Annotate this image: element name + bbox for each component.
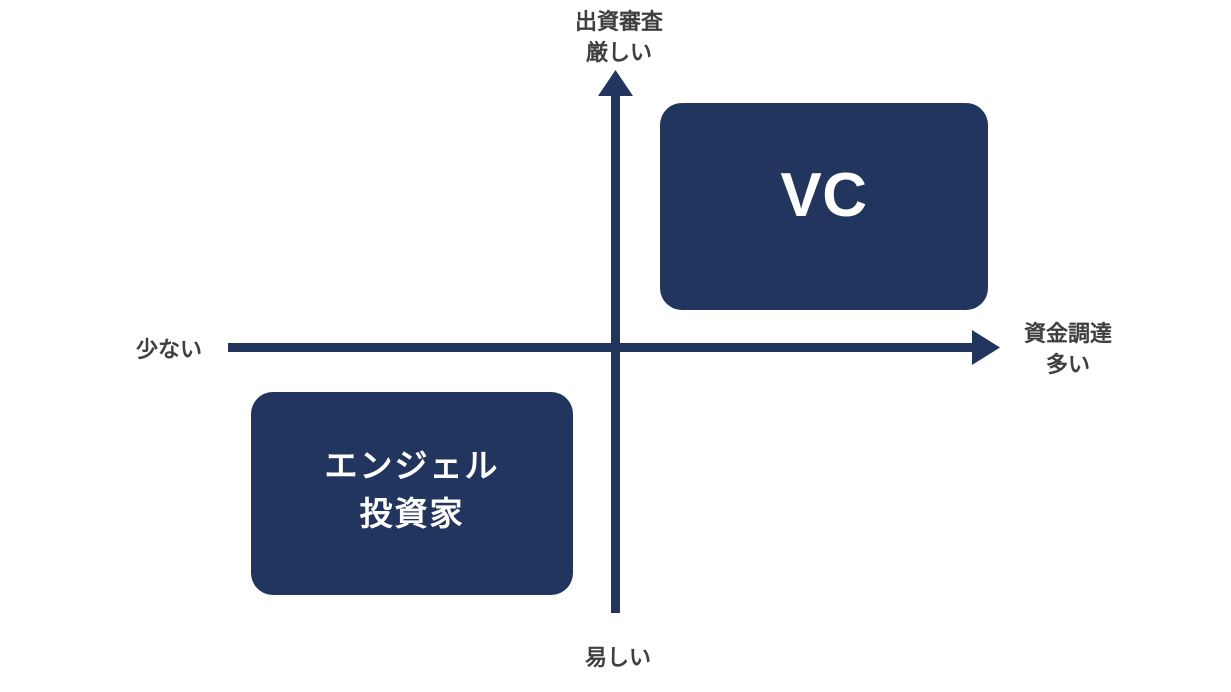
quadrant-box-vc-label: VC (780, 160, 868, 230)
horizontal-axis-line (228, 343, 980, 352)
vertical-axis-arrowhead (598, 70, 633, 96)
quadrant-box-vc[interactable]: VC (660, 103, 988, 310)
quadrant-box-angel-investor[interactable]: エンジェル 投資家 (251, 392, 573, 595)
horizontal-axis-arrowhead (972, 330, 1000, 365)
axis-label-right: 資金調達 多い (1023, 321, 1112, 378)
axis-label-bottom: 易しい (584, 645, 651, 670)
quadrant-box-angel-investor-label: エンジェル 投資家 (324, 448, 500, 533)
axis-label-left: 少ない (135, 337, 202, 362)
axis-label-top: 出資審査 厳しい (574, 9, 663, 66)
vertical-axis-line (611, 86, 620, 613)
